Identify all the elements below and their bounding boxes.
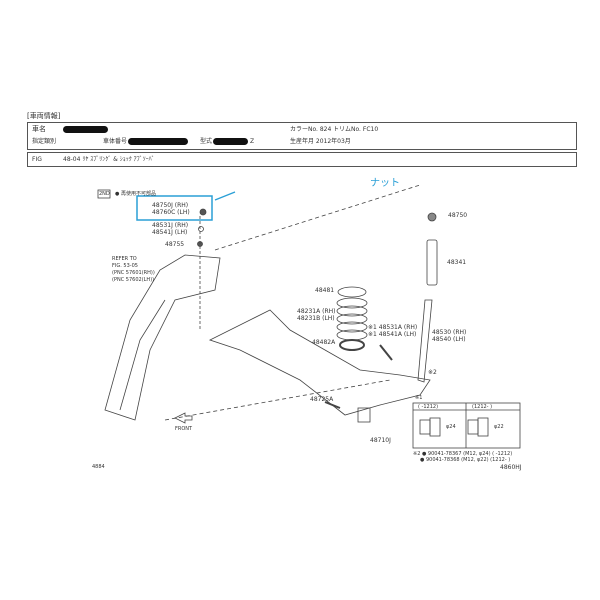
washer-icon: [198, 226, 204, 232]
handwritten-note: ナット: [370, 178, 400, 189]
car-name-label: 車名: [32, 125, 46, 133]
part-label: 48750J (RH): [152, 202, 189, 209]
part-label: 48481: [315, 287, 335, 294]
shock-absorber: [417, 299, 433, 383]
bolt-icon: [379, 344, 393, 361]
refer-text: REFER TO: [112, 256, 137, 262]
color-label: カラーNo. 824: [290, 126, 332, 133]
front-arrow-icon: [174, 412, 193, 424]
designation-label: 指定類別: [32, 138, 57, 145]
part-label: 48755: [165, 241, 185, 248]
redaction: [63, 126, 108, 133]
part-label: 48530 (RH): [432, 329, 467, 336]
part-label: ※1 48541A (LH): [368, 331, 417, 338]
annotation-arrow: [214, 191, 236, 201]
part-label: 48531J (RH): [152, 222, 189, 229]
part-label: 48231B (LH): [297, 315, 335, 322]
coil-spring: [336, 297, 368, 341]
part-label: 48482A: [312, 339, 336, 346]
production-label: 生産年月 2012年03月: [290, 138, 351, 145]
front-label: FRONT: [175, 426, 193, 432]
refer-text: FIG. 53-05: [112, 263, 138, 269]
refer-text: (PNC 57602(LH)): [112, 277, 155, 283]
bolt-icon: [324, 401, 341, 409]
part-label: ※1 48531A (RH): [368, 324, 418, 331]
nut-icon: [199, 208, 207, 216]
table-header: (1212- ): [472, 404, 493, 410]
trim-label: トリムNo. FC10: [333, 126, 379, 133]
redaction: [128, 138, 188, 145]
redaction: [213, 138, 248, 145]
dimension-label: φ22: [494, 424, 504, 430]
shock-nut-icon: [427, 212, 437, 222]
highlight-box: [136, 195, 213, 221]
dimension-label: φ24: [446, 424, 456, 430]
part-label: 48540 (LH): [432, 336, 466, 343]
rear-axle-beam: [208, 309, 431, 416]
dust-cover: [426, 239, 438, 286]
model-suffix: Z: [250, 138, 255, 145]
refer-text: (PNC 57601(RH)): [112, 270, 155, 276]
body-panel: [104, 254, 221, 421]
body-no-label: 車体番号: [103, 138, 128, 145]
fig-title: 48-04 ﾘﾔ ｽﾌﾟﾘﾝｸﾞ & ｼｮｯｸ ｱﾌﾞｿｰﾊﾞ: [63, 156, 155, 163]
badge-box: [97, 189, 111, 199]
model-label: 型式: [200, 138, 213, 145]
table-row: ● 90041-78368 (M12, φ22) (1212- ): [420, 457, 511, 463]
table-header: ( -1212): [418, 404, 439, 410]
part-label: 48541J (LH): [152, 229, 188, 236]
footer-code: 4860HJ: [500, 464, 522, 471]
section-label: [車両情報]: [27, 112, 61, 120]
footer-code: 4884: [92, 464, 105, 470]
part-label: 48710J: [370, 437, 391, 444]
table-row: ※2 ● 90041-78367 (M12, φ24) ( -1212): [413, 451, 513, 457]
badge-2nd: 2ND: [99, 191, 110, 197]
note-label: ※2: [428, 369, 437, 376]
fig-row: FIG 48-04 ﾘﾔ ｽﾌﾟﾘﾝｸﾞ & ｼｮｯｸ ｱﾌﾞｿｰﾊﾞ: [27, 152, 577, 167]
part-label: 48725A: [310, 396, 334, 403]
part-label: 48750: [448, 212, 468, 219]
fig-code: FIG: [32, 156, 42, 163]
bushing-48710J: [357, 407, 371, 423]
spring-lower-insulator: [339, 339, 365, 351]
part-label: 48231A (RH): [297, 308, 336, 315]
legend-text: ● 再使用不可部品: [115, 191, 156, 197]
part-label: 48341: [447, 259, 467, 266]
spring-upper-seat: [337, 286, 367, 298]
table-note: ※1: [415, 395, 423, 401]
vehicle-info-box: 車名 カラーNo. 824 トリムNo. FC10 指定類別 車体番号 型式 Z…: [27, 122, 577, 150]
part-label: 48760C (LH): [152, 209, 190, 216]
bolt-spec-table: [412, 402, 521, 449]
